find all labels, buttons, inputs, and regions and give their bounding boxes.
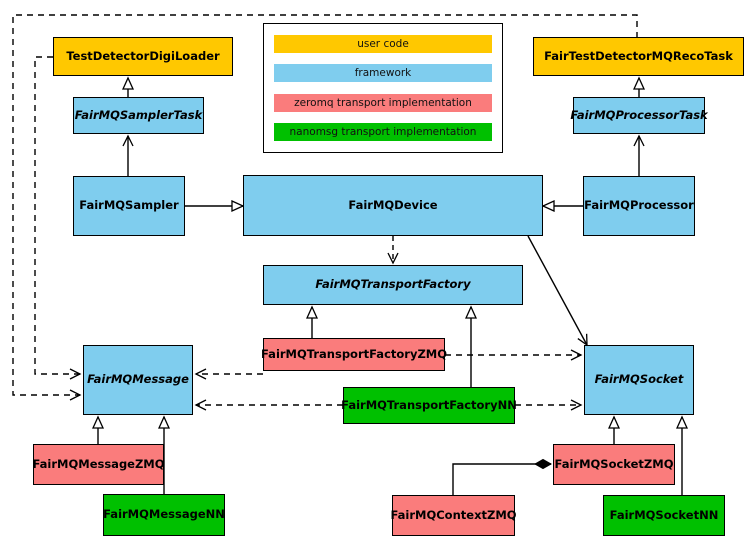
class-box-FairMQTransportFactoryZMQ[interactable]: FairMQTransportFactoryZMQ	[261, 338, 447, 371]
class-box-FairMQTransportFactoryNN[interactable]: FairMQTransportFactoryNN	[341, 387, 517, 424]
edge-device-to-socket	[527, 235, 588, 347]
edge-contextzmq-to-socketzmq	[452, 464, 551, 495]
class-box-FairMQSocket[interactable]: FairMQSocket	[584, 345, 694, 415]
class-box-FairMQDevice[interactable]: FairMQDevice	[243, 175, 543, 236]
class-box-FairMQProcessor[interactable]: FairMQProcessor	[583, 176, 695, 236]
legend-item-framework: framework	[274, 64, 492, 83]
legend-item-user: user code	[274, 35, 492, 53]
legend-item-nn: nanomsg transport implementation	[274, 122, 492, 141]
class-box-FairMQMessageZMQ[interactable]: FairMQMessageZMQ	[32, 444, 165, 485]
class-box-FairTestDetectorMQRecoTask[interactable]: FairTestDetectorMQRecoTask	[533, 37, 744, 76]
class-box-FairMQTransportFactory[interactable]: FairMQTransportFactory	[263, 265, 523, 305]
class-box-FairMQSampler[interactable]: FairMQSampler	[73, 176, 185, 236]
class-box-FairMQSocketZMQ[interactable]: FairMQSocketZMQ	[553, 444, 675, 485]
class-box-FairMQSocketNN[interactable]: FairMQSocketNN	[603, 495, 725, 536]
color-legend: user code framework zeromq transport imple…	[263, 23, 503, 153]
class-box-FairMQSamplerTask[interactable]: FairMQSamplerTask	[73, 97, 204, 134]
class-box-FairMQMessage[interactable]: FairMQMessage	[83, 345, 193, 415]
class-box-FairMQContextZMQ[interactable]: FairMQContextZMQ	[390, 495, 517, 536]
class-box-FairMQProcessorTask[interactable]: FairMQProcessorTask	[570, 97, 708, 134]
legend-item-zmq: zeromq transport implementation	[274, 93, 492, 112]
class-box-FairMQMessageNN[interactable]: FairMQMessageNN	[103, 494, 225, 536]
class-box-TestDetectorDigiLoader[interactable]: TestDetectorDigiLoader	[53, 37, 233, 76]
